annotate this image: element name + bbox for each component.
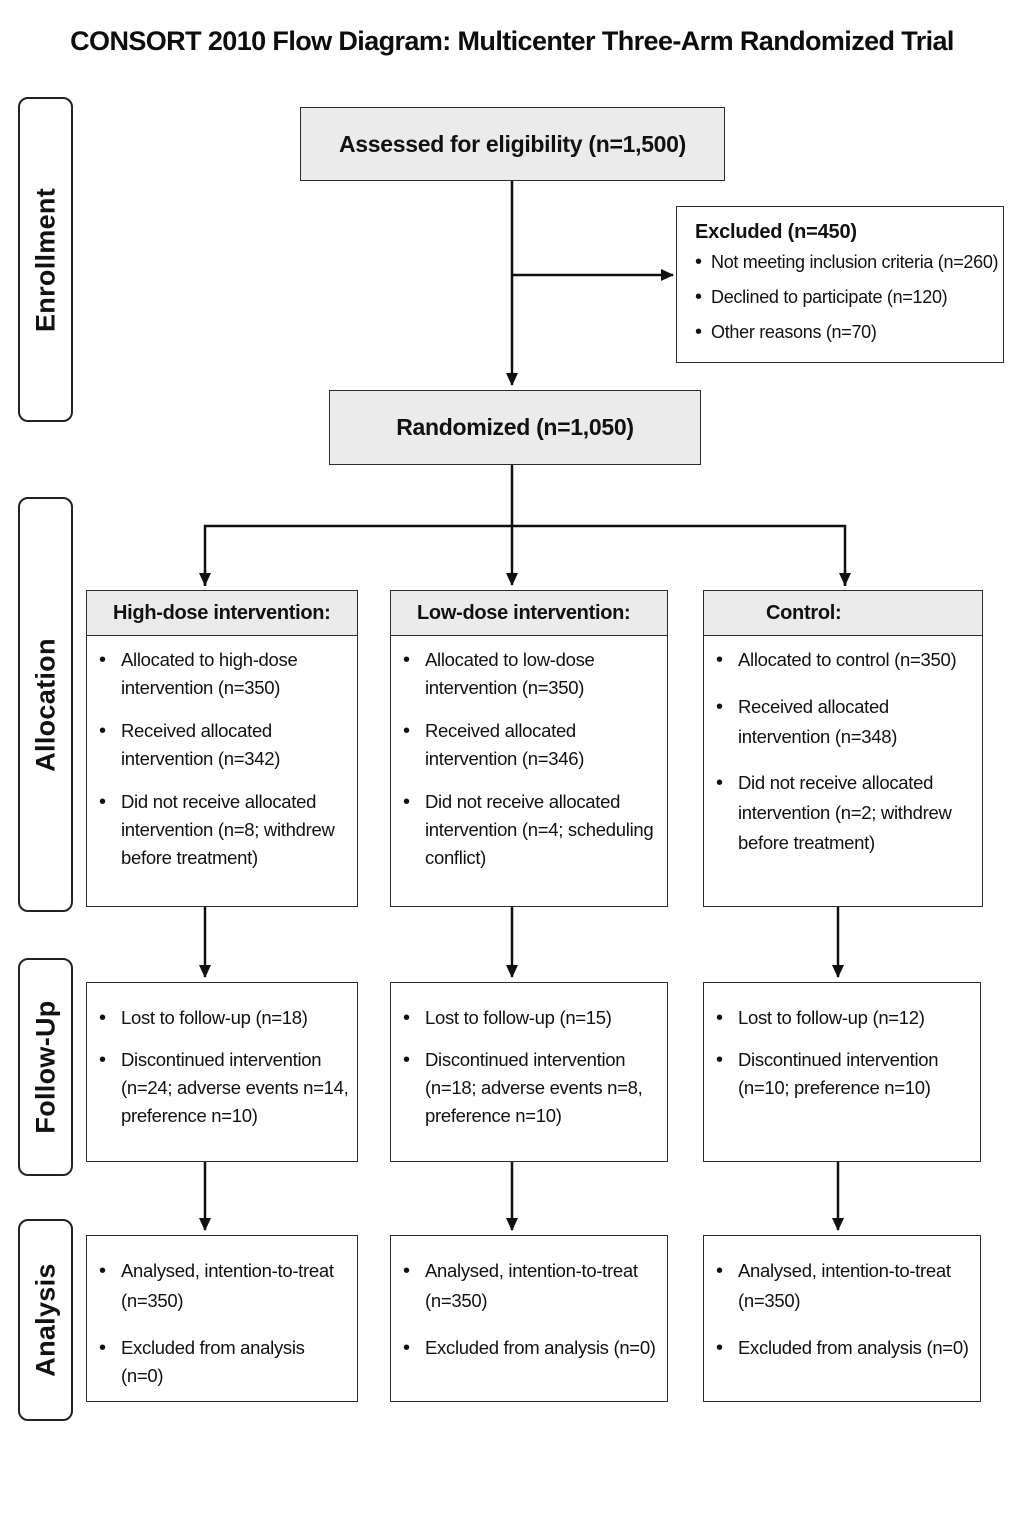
analysis-item: Analysed, intention-to-treat (n=350) (87, 1256, 351, 1316)
analysis-box-high-dose: Analysed, intention-to-treat (n=350) Exc… (86, 1235, 358, 1402)
follow-up-box-control: Lost to follow-up (n=12) Discontinued in… (703, 982, 981, 1162)
phase-label-analysis: Analysis (18, 1219, 73, 1421)
allocation-item: Did not receive allocated intervention (… (87, 788, 351, 872)
assessed-text: Assessed for eligibility (n=1,500) (338, 130, 687, 157)
phase-label-follow-up: Follow-Up (18, 958, 73, 1176)
allocation-item: Allocated to low-dose intervention (n=35… (391, 646, 661, 702)
arm-header-high-dose: High-dose intervention: (87, 591, 357, 636)
allocation-item: Allocated to high-dose intervention (n=3… (87, 646, 351, 702)
allocation-item: Allocated to control (n=350) (704, 646, 968, 674)
follow-up-item: Lost to follow-up (n=15) (391, 1004, 661, 1032)
allocation-item: Did not receive allocated intervention (… (704, 768, 968, 858)
analysis-item: Analysed, intention-to-treat (n=350) (704, 1256, 974, 1316)
phase-label-enrollment: Enrollment (18, 97, 73, 422)
allocation-item: Did not receive allocated intervention (… (391, 788, 661, 872)
analysis-item: Analysed, intention-to-treat (n=350) (391, 1256, 661, 1316)
analysis-box-low-dose: Analysed, intention-to-treat (n=350) Exc… (390, 1235, 668, 1402)
follow-up-box-high-dose: Lost to follow-up (n=18) Discontinued in… (86, 982, 358, 1162)
analysis-item: Excluded from analysis (n=0) (87, 1334, 351, 1390)
analysis-item: Excluded from analysis (n=0) (704, 1334, 974, 1362)
excluded-item: Other reasons (n=70) (677, 320, 1003, 344)
analysis-box-control: Analysed, intention-to-treat (n=350) Exc… (703, 1235, 981, 1402)
allocation-box-low-dose: Low-dose intervention: Allocated to low-… (390, 590, 668, 907)
allocation-item: Received allocated intervention (n=342) (87, 717, 351, 773)
assessed-box: Assessed for eligibility (n=1,500) (300, 107, 725, 181)
excluded-item: Not meeting inclusion criteria (n=260) (677, 250, 1003, 274)
analysis-item: Excluded from analysis (n=0) (391, 1334, 661, 1362)
follow-up-item: Lost to follow-up (n=18) (87, 1004, 351, 1032)
follow-up-item: Lost to follow-up (n=12) (704, 1004, 974, 1032)
excluded-title: Excluded (n=450) (695, 221, 857, 243)
allocation-item: Received allocated intervention (n=348) (704, 692, 968, 752)
allocation-box-control: Control: Allocated to control (n=350) Re… (703, 590, 983, 907)
follow-up-item: Discontinued intervention (n=18; adverse… (391, 1046, 661, 1130)
arm-header-low-dose: Low-dose intervention: (391, 591, 667, 636)
arm-header-control: Control: (704, 591, 982, 636)
excluded-box: Excluded (n=450) Not meeting inclusion c… (676, 206, 1004, 363)
follow-up-item: Discontinued intervention (n=10; prefere… (704, 1046, 974, 1102)
diagram-title: CONSORT 2010 Flow Diagram: Multicenter T… (70, 26, 954, 56)
phase-label-allocation: Allocation (18, 497, 73, 912)
allocation-item: Received allocated intervention (n=346) (391, 717, 661, 773)
allocation-split-line (203, 524, 847, 586)
randomized-text: Randomized (n=1,050) (396, 414, 634, 440)
randomized-box: Randomized (n=1,050) (329, 390, 701, 465)
follow-up-item: Discontinued intervention (n=24; adverse… (87, 1046, 351, 1130)
follow-up-box-low-dose: Lost to follow-up (n=15) Discontinued in… (390, 982, 668, 1162)
allocation-box-high-dose: High-dose intervention: Allocated to hig… (86, 590, 358, 907)
excluded-item: Declined to participate (n=120) (677, 285, 1003, 309)
